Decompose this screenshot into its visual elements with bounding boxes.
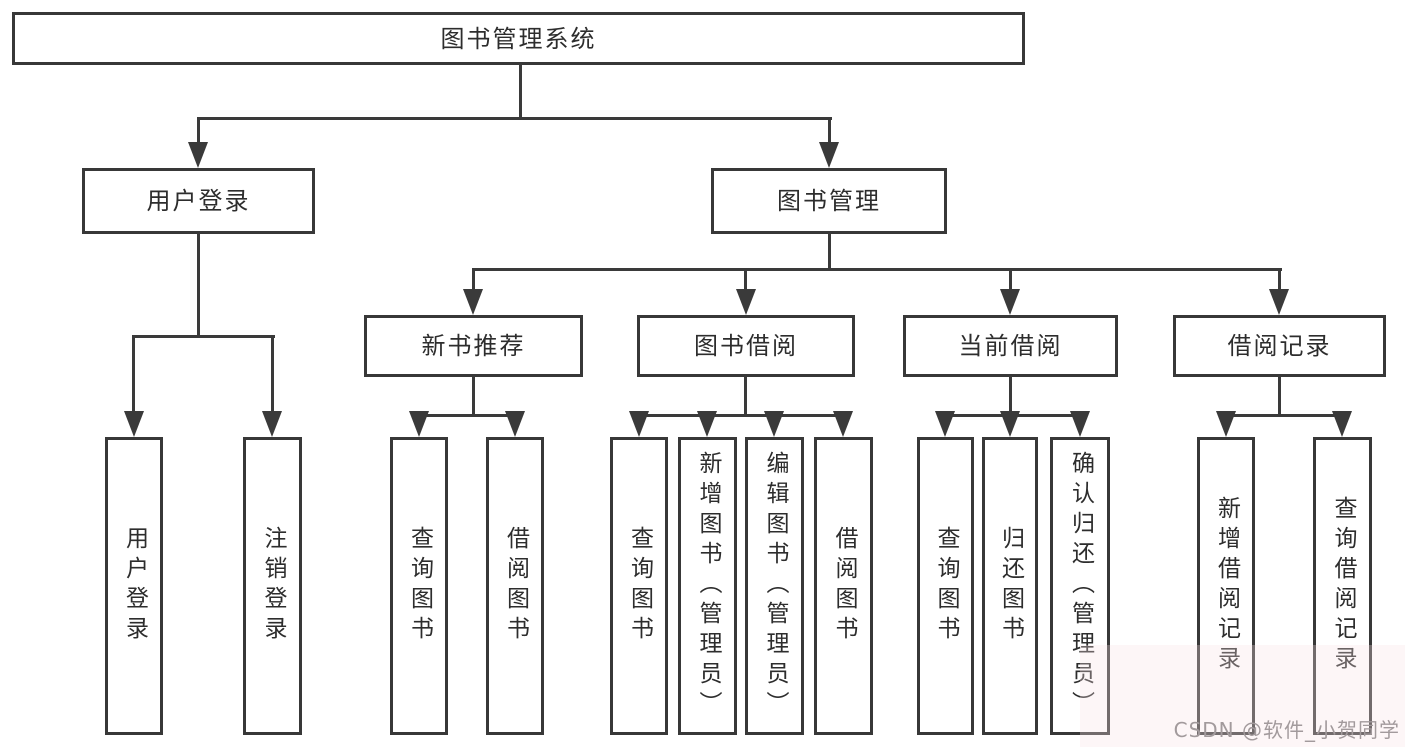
node-library-system-root: 图书管理系统 bbox=[12, 12, 1025, 65]
connector-level2-branch bbox=[197, 117, 832, 120]
arrow-down-icon bbox=[629, 411, 649, 437]
leaf-label: 查询借阅记录 bbox=[1330, 496, 1356, 676]
node-current-borrowing: 当前借阅 bbox=[903, 315, 1118, 377]
connector-stem bbox=[132, 335, 135, 415]
node-borrow-records: 借阅记录 bbox=[1173, 315, 1386, 377]
node-label: 图书管理 bbox=[777, 187, 881, 215]
node-book-management: 图书管理 bbox=[711, 168, 947, 234]
arrow-down-icon bbox=[833, 411, 853, 437]
leaf-borrow-books: 借阅图书 bbox=[486, 437, 544, 735]
leaf-return-books: 归还图书 bbox=[982, 437, 1038, 735]
arrow-down-icon bbox=[188, 142, 208, 168]
connector-stem-book-mgmt bbox=[828, 117, 831, 151]
arrow-down-icon bbox=[764, 411, 784, 437]
node-label: 用户登录 bbox=[146, 187, 251, 215]
arrow-down-icon bbox=[1332, 411, 1352, 437]
arrow-down-icon bbox=[935, 411, 955, 437]
leaf-label: 确认归还（管理员） bbox=[1067, 451, 1094, 721]
connector-level3-branch bbox=[472, 268, 1282, 271]
arrow-down-icon bbox=[124, 411, 144, 437]
connector-stem-user-login bbox=[197, 117, 200, 151]
node-label: 借阅记录 bbox=[1227, 332, 1332, 360]
arrow-down-icon bbox=[505, 411, 525, 437]
connector-user-login-branch bbox=[132, 335, 275, 338]
leaf-label: 编辑图书（管理员） bbox=[762, 451, 788, 721]
arrow-down-icon bbox=[1216, 411, 1236, 437]
leaf-logout: 注销登录 bbox=[243, 437, 302, 735]
leaf-query-books: 查询图书 bbox=[390, 437, 448, 735]
connector-drop bbox=[1278, 376, 1281, 417]
node-label: 当前借阅 bbox=[958, 332, 1063, 360]
arrow-down-icon bbox=[463, 289, 483, 315]
connector-stem bbox=[472, 268, 475, 294]
leaf-user-login: 用户登录 bbox=[105, 437, 163, 735]
connector-book-mgmt-drop bbox=[828, 233, 831, 271]
leaf-label: 用户登录 bbox=[121, 526, 148, 646]
arrow-down-icon bbox=[262, 411, 282, 437]
connector-drop bbox=[744, 376, 747, 417]
leaf-edit-books-admin: 编辑图书（管理员） bbox=[745, 437, 804, 735]
connector-branch bbox=[417, 414, 517, 417]
leaf-query-books: 查询图书 bbox=[610, 437, 668, 735]
connector-stem bbox=[1278, 268, 1281, 294]
connector-branch bbox=[1224, 414, 1345, 417]
arrow-down-icon bbox=[1000, 289, 1020, 315]
leaf-borrow-books: 借阅图书 bbox=[814, 437, 873, 735]
connector-drop bbox=[1009, 376, 1012, 417]
node-user-login: 用户登录 bbox=[82, 168, 315, 234]
connector-stem bbox=[744, 268, 747, 294]
connector-branch bbox=[637, 414, 845, 417]
leaf-label: 新增图书（管理员） bbox=[695, 451, 721, 721]
leaf-label: 借阅图书 bbox=[831, 526, 857, 646]
node-label: 图书借阅 bbox=[694, 332, 798, 360]
arrow-down-icon bbox=[1000, 411, 1020, 437]
leaf-label: 新增借阅记录 bbox=[1213, 496, 1240, 676]
leaf-query-borrow-record: 查询借阅记录 bbox=[1313, 437, 1372, 735]
leaf-label: 归还图书 bbox=[997, 526, 1024, 646]
arrow-down-icon bbox=[697, 411, 717, 437]
leaf-confirm-return-admin: 确认归还（管理员） bbox=[1050, 437, 1110, 735]
node-new-book-recommend: 新书推荐 bbox=[364, 315, 583, 377]
leaf-label: 查询图书 bbox=[626, 526, 653, 646]
arrow-down-icon bbox=[1269, 289, 1289, 315]
leaf-label: 注销登录 bbox=[260, 526, 286, 646]
leaf-query-books: 查询图书 bbox=[917, 437, 974, 735]
leaf-label: 查询图书 bbox=[933, 526, 959, 646]
leaf-label: 查询图书 bbox=[406, 526, 433, 646]
node-label: 图书管理系统 bbox=[440, 24, 597, 53]
connector-stem bbox=[1009, 268, 1012, 294]
arrow-down-icon bbox=[409, 411, 429, 437]
arrow-down-icon bbox=[1070, 411, 1090, 437]
arrow-down-icon bbox=[819, 142, 839, 168]
arrow-down-icon bbox=[736, 289, 756, 315]
csdn-watermark: CSDN @软件_小贺同学 bbox=[1173, 718, 1400, 742]
connector-drop bbox=[472, 376, 475, 417]
connector-stem bbox=[271, 335, 274, 415]
leaf-add-books-admin: 新增图书（管理员） bbox=[678, 437, 737, 735]
node-book-borrowing: 图书借阅 bbox=[637, 315, 855, 377]
connector-root-drop bbox=[519, 64, 522, 120]
leaf-label: 借阅图书 bbox=[502, 526, 529, 646]
leaf-add-borrow-record: 新增借阅记录 bbox=[1197, 437, 1255, 735]
connector-user-login-drop bbox=[197, 233, 200, 337]
node-label: 新书推荐 bbox=[421, 332, 526, 360]
